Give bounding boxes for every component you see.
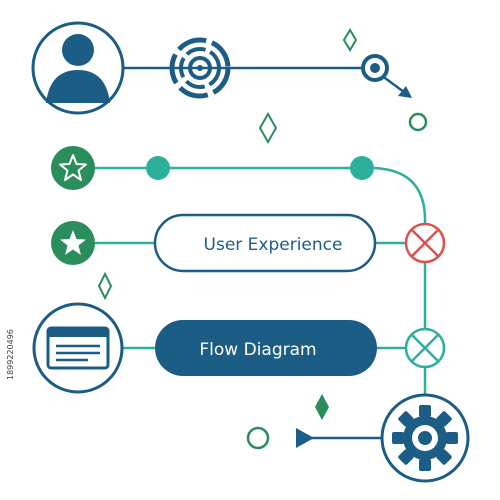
cancel-node — [404, 222, 446, 264]
star-outline-icon — [59, 154, 87, 181]
user-node — [31, 21, 125, 115]
cross-node — [404, 327, 446, 369]
diamond-filled-1 — [315, 394, 329, 420]
decorations — [97, 28, 428, 450]
target-icon — [169, 37, 231, 99]
ring-outline-1 — [408, 112, 428, 132]
star-outline-node — [51, 146, 95, 190]
browser-node — [32, 302, 124, 394]
diamond-outline-3 — [97, 271, 113, 301]
flow-diagram-pill[interactable]: Flow Diagram — [155, 320, 377, 376]
star-filled-node — [51, 221, 95, 265]
route-dot-2 — [350, 156, 374, 180]
user-experience-label: User Experience — [204, 235, 343, 255]
star-filled-icon — [60, 230, 86, 255]
checkpoint-node — [361, 54, 389, 82]
arrow-head-bottom — [296, 428, 314, 448]
route-curve — [368, 166, 427, 402]
browser-window-icon — [46, 326, 110, 370]
route-dot-1 — [146, 156, 170, 180]
user-experience-pill[interactable]: User Experience — [153, 213, 377, 273]
flow-diagram-label: Flow Diagram — [199, 340, 316, 360]
diamond-outline-2 — [258, 111, 278, 145]
ring-outline-2 — [246, 426, 270, 450]
connector-lines — [93, 66, 427, 448]
user-icon — [46, 34, 110, 103]
gear-node — [380, 393, 470, 483]
diamond-outline-1 — [342, 28, 358, 52]
gear-icon — [392, 405, 458, 471]
x-circle-icon — [411, 334, 439, 362]
x-circle-icon — [411, 229, 439, 257]
stock-code-watermark: 1899220496 — [6, 329, 15, 380]
arrow-head-top — [398, 86, 412, 98]
target-node — [169, 37, 231, 99]
